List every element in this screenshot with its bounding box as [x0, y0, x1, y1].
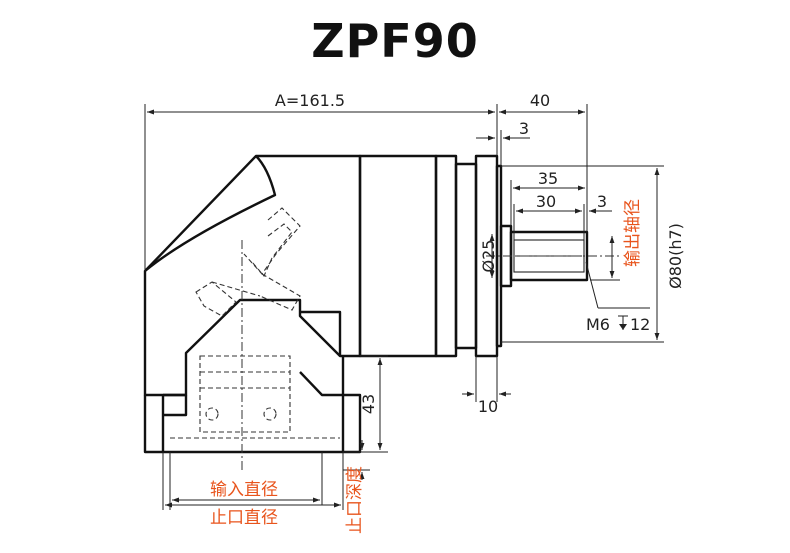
hidden-lines	[170, 207, 620, 470]
note-m6: M6 12	[585, 261, 650, 334]
dim-d25-label: Ø25	[479, 240, 498, 273]
note-output-shaft: 输出轴径	[590, 199, 643, 281]
dimension-d25: Ø25	[479, 234, 498, 278]
output-shaft-label: 输出轴径	[623, 199, 643, 267]
dim-43-label: 43	[359, 394, 378, 414]
note-spigot-diameter: 止口直径	[162, 452, 344, 528]
dim-10-label: 10	[478, 397, 498, 416]
dim-d80-label: Ø80(h7)	[666, 223, 685, 289]
input-diameter-label: 输入直径	[210, 480, 278, 500]
model-title: ZPF90	[311, 14, 479, 68]
dimension-d80: Ø80(h7)	[501, 165, 685, 343]
gearbox-outline	[143, 154, 589, 454]
dimension-10: 10	[462, 356, 511, 416]
dimension-30: 30 3	[513, 192, 612, 240]
dimension-43: 43	[359, 355, 388, 453]
dim-40-label: 40	[530, 91, 550, 110]
dim-30-label: 30	[536, 192, 556, 211]
note-spigot-depth: 止口深度	[343, 440, 370, 534]
m6-depth-label: 12	[630, 315, 650, 334]
dimension-3-top: 3	[476, 119, 530, 166]
depth-icon	[618, 315, 628, 330]
dimension-a: A=161.5	[144, 91, 498, 271]
dimension-40: 40	[499, 91, 588, 232]
note-input-diameter: 输入直径	[169, 452, 323, 510]
dim-35-label: 35	[538, 169, 558, 188]
m6-label: M6	[586, 315, 610, 334]
dim-3-top-label: 3	[519, 119, 529, 138]
spigot-depth-label: 止口深度	[345, 466, 365, 534]
spigot-diameter-label: 止口直径	[210, 508, 278, 528]
dim-3-shaft-label: 3	[597, 192, 607, 211]
dimension-35: 35	[510, 169, 585, 226]
dim-a-label: A=161.5	[275, 91, 345, 110]
